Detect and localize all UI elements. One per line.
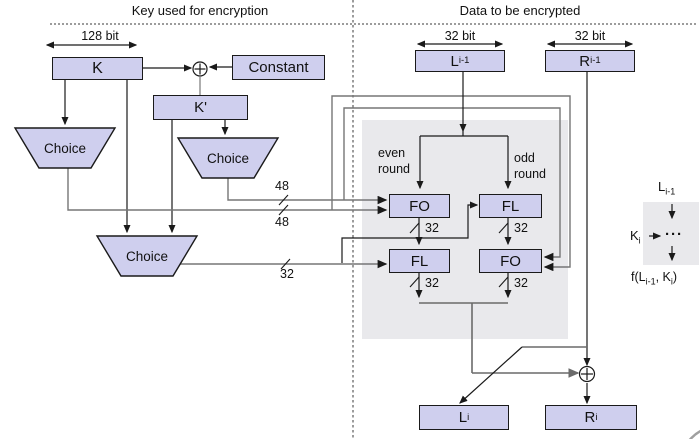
- bus48-upper-label: 48: [275, 179, 289, 193]
- fl2-box: FL: [389, 249, 450, 273]
- key-schedule-wires: [61, 63, 232, 234]
- l-width-label: 32 bit: [444, 29, 476, 43]
- legend-output-label: f(Li-1, Ki): [631, 270, 678, 287]
- even-round-label: even round: [378, 146, 410, 176]
- data-path-wires: [415, 72, 591, 405]
- bus32-key-label: 32: [280, 267, 294, 281]
- section-title-data: Data to be encrypted: [459, 3, 581, 18]
- fl1-box: FL: [479, 194, 542, 218]
- fo-key-wrap-inner: [343, 107, 561, 262]
- choice3-shape: [95, 235, 199, 277]
- xor-round-icon: [578, 365, 596, 383]
- r-width-label: 32 bit: [574, 29, 606, 43]
- bus32-fo1-label: 32: [425, 221, 439, 235]
- bus48-lower-label: 48: [275, 215, 289, 229]
- constant-box: Constant: [232, 55, 325, 80]
- choice2-shape: [176, 137, 280, 179]
- choice-shapes: [13, 127, 280, 277]
- fl-key-branch: [341, 201, 479, 263]
- swap-diagonal-wire: [459, 346, 523, 404]
- legend-dots: ···: [665, 226, 683, 243]
- legend-key-label: Ki: [630, 228, 641, 246]
- key-bus-wires: [67, 95, 571, 272]
- choice1-shape: [13, 127, 117, 169]
- bus32-fl2-label: 32: [425, 276, 439, 290]
- legend-input-label: Li-1: [658, 179, 676, 197]
- key-box-k: K: [52, 57, 143, 80]
- bus32-fo2-label: 32: [514, 276, 528, 290]
- k-width-label: 128 bit: [81, 29, 119, 43]
- xor-key-icon: [192, 61, 208, 77]
- odd-round-label: odd round: [514, 151, 546, 181]
- fo1-box: FO: [389, 194, 450, 218]
- bus-slash-marks: [278, 194, 509, 288]
- corner-arc-decoration: [688, 429, 700, 439]
- fo2-box: FO: [479, 249, 542, 273]
- key-box-k-prime: K': [153, 95, 248, 120]
- section-title-key: Key used for encryption: [131, 3, 269, 18]
- bus32-fl1-label: 32: [514, 221, 528, 235]
- legend-arrows: [649, 204, 676, 262]
- fo-key-wrap-outer: [331, 95, 571, 272]
